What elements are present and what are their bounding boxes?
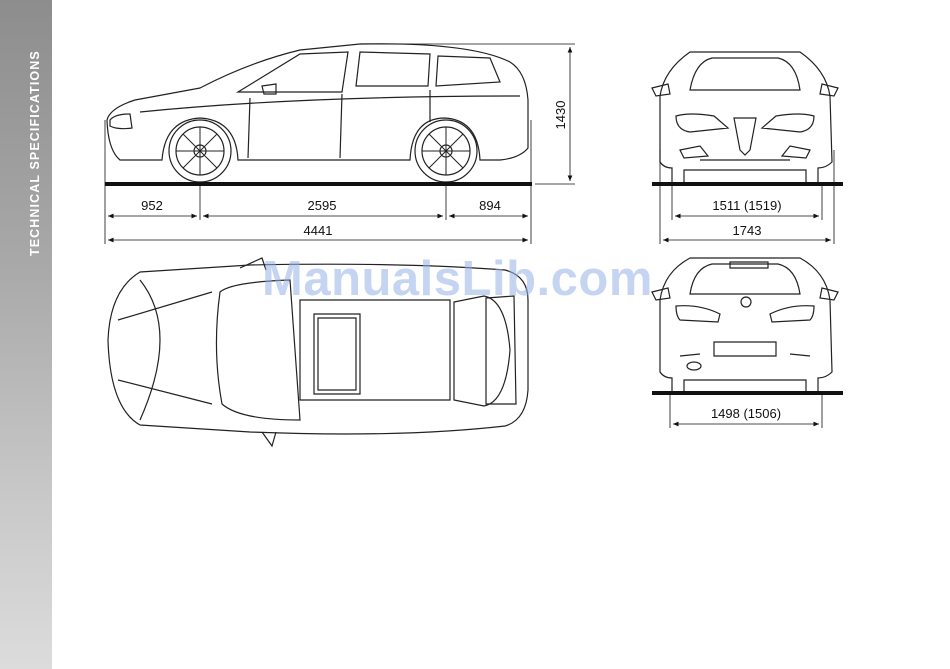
watermark: ManualsLib.com	[262, 251, 653, 307]
side-view-car	[107, 44, 528, 182]
wheelbase-label: 2595	[308, 198, 337, 213]
total-length-label: 4441	[304, 223, 333, 238]
rear-view-car	[652, 258, 838, 392]
front-overhang-label: 952	[141, 198, 163, 213]
height-label: 1430	[553, 101, 568, 130]
overall-width-label: 1743	[733, 223, 762, 238]
rear-track-label: 1498 (1506)	[711, 406, 781, 421]
rear-overhang-label: 894	[479, 198, 501, 213]
front-track-label: 1511 (1519)	[712, 198, 781, 213]
front-view-car	[652, 52, 838, 183]
